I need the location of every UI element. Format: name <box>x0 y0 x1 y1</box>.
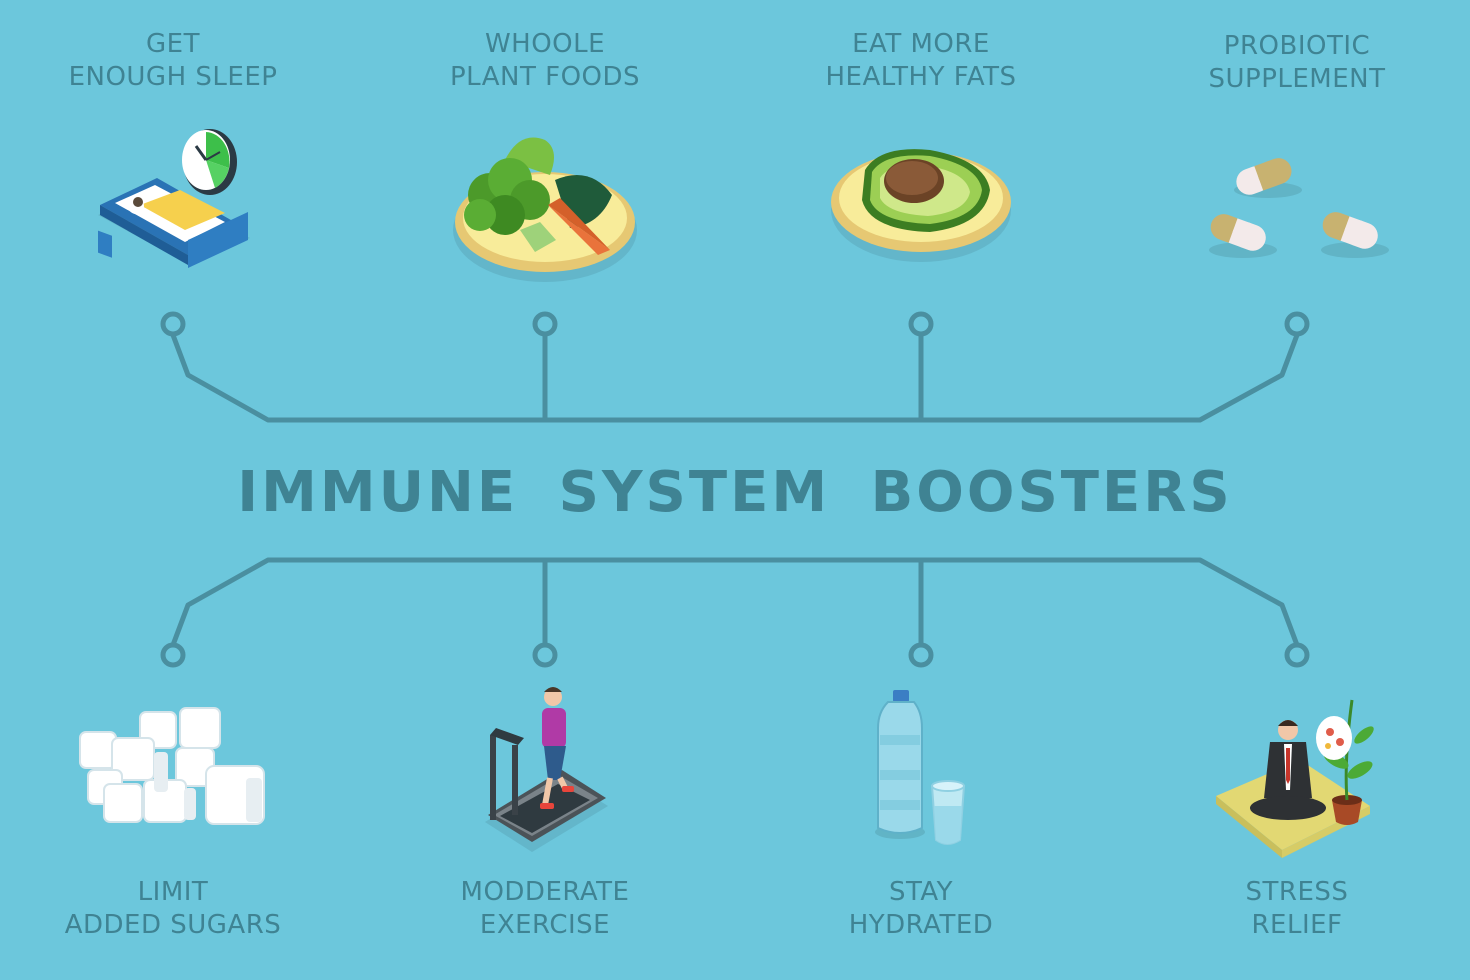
label-eat-more-healthy-fats: EAT MORE HEALTHY FATS <box>825 29 1017 92</box>
node-top-4 <box>1284 311 1310 337</box>
label-whoole-plant-foods: WHOOLE PLANT FOODS <box>449 29 641 92</box>
water-bottle-glass-icon <box>875 690 966 845</box>
avocado-plate-icon <box>831 149 1011 262</box>
label-probiotic-supplement: PROBIOTIC SUPPLEMENT <box>1208 31 1386 94</box>
capsules-icon <box>1209 158 1389 258</box>
label-modderate-exercise: MODDERATE EXERCISE <box>460 877 630 940</box>
node-top-3 <box>908 311 934 337</box>
treadmill-runner-icon <box>485 687 608 852</box>
node-bottom-2 <box>532 642 558 668</box>
label-stay-hydrated: STAY HYDRATED <box>848 877 994 940</box>
label-limit-added-sugars: LIMIT ADDED SUGARS <box>64 877 282 940</box>
label-get-enough-sleep: GET ENOUGH SLEEP <box>68 29 278 92</box>
bottom-connector-bus <box>170 557 1300 646</box>
node-bottom-1 <box>160 642 186 668</box>
sugar-cubes-icon <box>79 707 265 825</box>
bed-clock-icon <box>98 129 250 268</box>
top-connector-bus <box>170 334 1300 423</box>
meditation-icon <box>1216 699 1374 858</box>
node-bottom-3 <box>908 642 934 668</box>
node-top-2 <box>532 311 558 337</box>
node-bottom-4 <box>1284 642 1310 668</box>
label-stress-relief: STRESS RELIEF <box>1245 877 1349 940</box>
page-title: IMMUNE SYSTEM BOOSTERS <box>237 460 1233 525</box>
vegetable-plate-icon <box>453 137 637 282</box>
node-top-1 <box>160 311 186 337</box>
